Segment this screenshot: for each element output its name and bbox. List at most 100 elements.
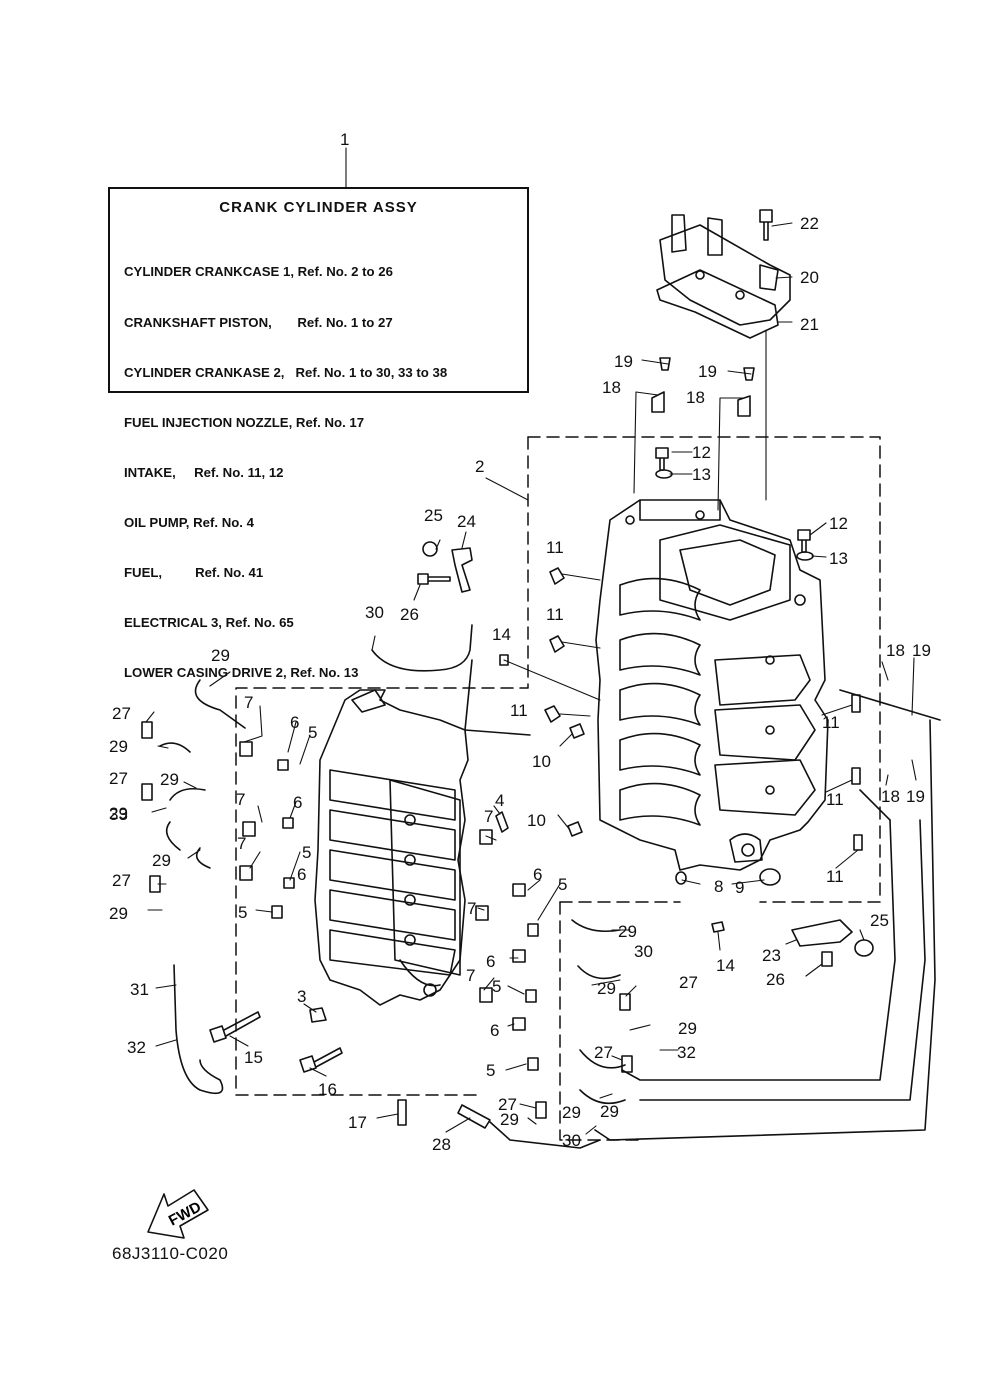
callout-14: 14 <box>492 625 511 644</box>
callout-6: 6 <box>533 865 542 884</box>
pipe-28 <box>489 1121 601 1149</box>
cap-25 <box>422 541 874 957</box>
callout-26: 26 <box>766 970 785 989</box>
callout-20: 20 <box>800 268 819 287</box>
callout-18: 18 <box>881 787 900 806</box>
long-hoses <box>464 659 941 1141</box>
assembly-title: CRANK CYLINDER ASSY <box>219 199 418 216</box>
callout-16: 16 <box>318 1080 337 1099</box>
callout-13: 13 <box>692 465 711 484</box>
callout-3: 3 <box>297 987 306 1006</box>
callout-18: 18 <box>602 378 621 397</box>
callout-13: 13 <box>829 549 848 568</box>
bracket-23 <box>791 919 853 947</box>
callout-11: 11 <box>826 790 844 809</box>
callout-29: 29 <box>211 646 230 665</box>
callout-5: 5 <box>238 903 247 922</box>
clip-18-b <box>737 395 751 417</box>
bolt-26 <box>417 573 833 967</box>
callout-7: 7 <box>237 834 246 853</box>
callout-27: 27 <box>679 973 698 992</box>
pin-14 <box>499 654 725 933</box>
callout-19: 19 <box>614 352 633 371</box>
pins-27 <box>141 721 633 1119</box>
callout-29: 29 <box>562 1103 581 1122</box>
head-cover-gasket <box>656 269 779 339</box>
callout-6: 6 <box>297 865 306 884</box>
callout-30: 30 <box>634 942 653 961</box>
callout-5: 5 <box>492 977 501 996</box>
reference-line: FUEL INJECTION NOZZLE, Ref. No. 17 <box>124 414 365 430</box>
callout-11: 11 <box>826 867 844 886</box>
callout-32: 32 <box>127 1038 146 1057</box>
callout-12: 12 <box>829 514 848 533</box>
callout-27: 27 <box>112 704 131 723</box>
callout-24: 24 <box>457 512 476 531</box>
head-cover <box>659 214 791 326</box>
bolt-15 <box>209 1011 261 1043</box>
reference-line: ELECTRICAL 3, Ref. No. 65 <box>124 615 294 631</box>
bolt-22 <box>759 209 773 241</box>
reference-line: OIL PUMP, Ref. No. 4 <box>124 514 254 530</box>
diagram-code: 68J3110-C020 <box>112 1244 229 1263</box>
callout-29: 29 <box>109 737 128 756</box>
callout-19: 19 <box>698 362 717 381</box>
callout-6: 6 <box>486 952 495 971</box>
callout-31: 31 <box>130 980 149 999</box>
callout-7: 7 <box>467 899 476 918</box>
hose-29-right <box>571 919 626 1105</box>
reference-line: FUEL, Ref. No. 41 <box>124 565 264 581</box>
callout-29: 29 <box>600 1102 619 1121</box>
callout-29: 29 <box>597 979 616 998</box>
callout-5: 5 <box>558 875 567 894</box>
callout-5: 5 <box>486 1061 495 1080</box>
callout-5: 5 <box>308 723 317 742</box>
callout-29: 29 <box>678 1019 697 1038</box>
callout-28: 28 <box>432 1135 451 1154</box>
crankcase-lower <box>314 689 469 1006</box>
callout-6: 6 <box>490 1021 499 1040</box>
hose-29-left <box>159 679 246 869</box>
callout-33: 33 <box>109 805 128 824</box>
cylinder-block-upper <box>595 499 829 871</box>
plug-8 <box>675 871 687 885</box>
callout-32: 32 <box>677 1043 696 1062</box>
reference-line: INTAKE, Ref. No. 11, 12 <box>124 464 284 480</box>
callout-26: 26 <box>400 605 419 624</box>
fitting-10 <box>567 723 585 837</box>
callout-7: 7 <box>466 966 475 985</box>
callout-12: 12 <box>692 443 711 462</box>
callout-11: 11 <box>822 713 840 732</box>
callout-2: 2 <box>475 457 484 476</box>
clip-18-a <box>651 391 665 413</box>
reference-line: CRANKSHAFT PISTON, Ref. No. 1 to 27 <box>124 314 393 330</box>
callout-15: 15 <box>244 1048 263 1067</box>
callout-10: 10 <box>527 811 546 830</box>
callout-1: 1 <box>340 130 349 149</box>
callout-8: 8 <box>714 877 723 896</box>
callout-29: 29 <box>500 1110 519 1129</box>
small-fittings <box>239 741 539 1071</box>
callout-4: 4 <box>495 791 504 810</box>
callout-11: 11 <box>510 701 528 720</box>
callout-30: 30 <box>365 603 384 622</box>
fitting-11 <box>544 567 863 851</box>
hose-30-upper <box>371 624 473 672</box>
callout-7: 7 <box>236 790 245 809</box>
callout-17: 17 <box>348 1113 367 1132</box>
callout-25: 25 <box>424 506 443 525</box>
bolt-19-b <box>743 367 755 381</box>
callout-9: 9 <box>735 878 744 897</box>
callout-6: 6 <box>293 793 302 812</box>
callout-22: 22 <box>800 214 819 233</box>
callout-29: 29 <box>618 922 637 941</box>
assembly-reference-box: CRANK CYLINDER ASSY CYLINDER CRANKCASE 1… <box>108 187 529 680</box>
fwd-arrow-icon <box>147 1189 209 1239</box>
bolt-16 <box>299 1047 343 1073</box>
callout-6: 6 <box>290 713 299 732</box>
callout-27: 27 <box>594 1043 613 1062</box>
washer-13-b <box>796 551 814 561</box>
callout-30: 30 <box>562 1131 581 1150</box>
callout-29: 29 <box>109 804 128 823</box>
reference-line: CYLINDER CRANKCASE 1, Ref. No. 2 to 26 <box>124 264 393 280</box>
